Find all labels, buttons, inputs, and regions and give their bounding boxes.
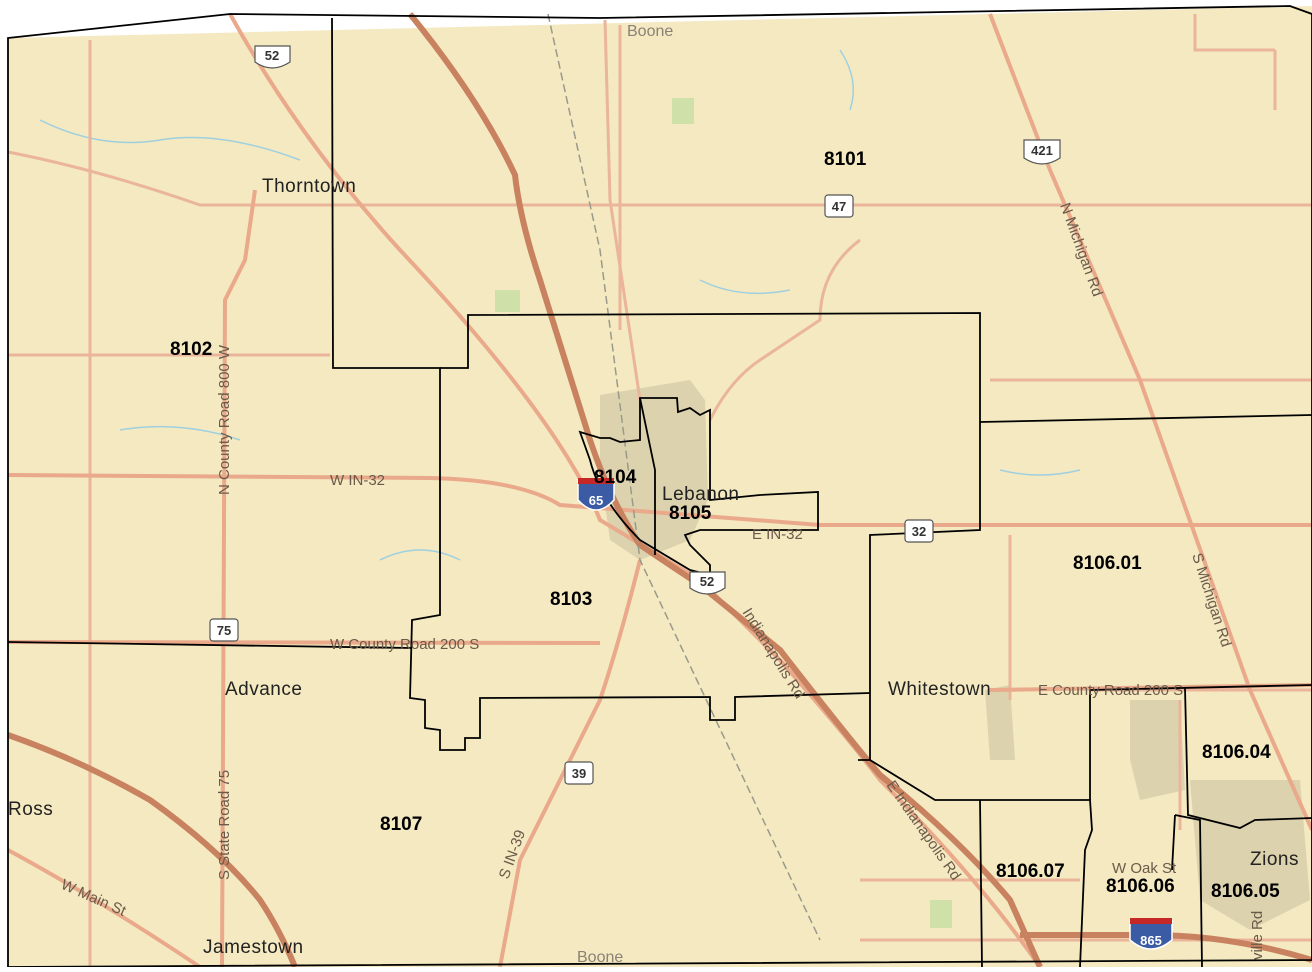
boundary-8104-8105 bbox=[639, 397, 656, 555]
streams bbox=[39, 49, 1081, 561]
boundary-8107 bbox=[7, 641, 413, 649]
tract-8103: 8103 bbox=[550, 589, 592, 610]
place-advance: Advance bbox=[225, 679, 302, 700]
w-main-st-road bbox=[7, 848, 202, 969]
place-ross: Ross bbox=[8, 799, 53, 820]
svg-text:32: 32 bbox=[912, 524, 926, 539]
w-in32-road bbox=[7, 473, 1312, 527]
local-roads bbox=[7, 14, 1312, 967]
svg-text:47: 47 bbox=[832, 199, 846, 214]
place-zions: Zions bbox=[1250, 849, 1299, 870]
svg-text:39: 39 bbox=[572, 766, 586, 781]
tract-8104: 8104 bbox=[594, 467, 637, 488]
place-jamestown: Jamestown bbox=[203, 937, 304, 958]
tract-8106-07: 8106.07 bbox=[996, 861, 1065, 882]
tract-boundaries bbox=[7, 5, 1312, 968]
tract-8106-06: 8106.06 bbox=[1106, 876, 1175, 897]
boundary-8106 bbox=[979, 414, 1312, 423]
in32-shield: 32 bbox=[904, 519, 934, 543]
place-thorntown: Thorntown bbox=[262, 176, 356, 197]
tract-8106-05: 8106.05 bbox=[1211, 881, 1280, 902]
us421-shield: 421 bbox=[1023, 139, 1061, 165]
place-lebanon: Lebanon bbox=[662, 484, 739, 505]
in75-shield: 75 bbox=[209, 618, 239, 642]
boundary-8106-07b bbox=[979, 799, 983, 968]
label-e-county-200s: E County Road 200 S bbox=[1038, 682, 1183, 699]
us52-mid-shield: 52 bbox=[689, 571, 726, 595]
svg-text:421: 421 bbox=[1031, 143, 1053, 158]
label-s-state-road-75: S State Road 75 bbox=[216, 770, 233, 880]
route-shields: 52 421 47 32 52 75 39 65 bbox=[209, 45, 1173, 950]
svg-text:75: 75 bbox=[217, 623, 231, 638]
svg-text:65: 65 bbox=[589, 493, 603, 508]
county-label-bottom: Boone bbox=[577, 949, 623, 966]
boundary-8106-05 bbox=[1174, 814, 1203, 968]
boundary-e200s bbox=[1089, 684, 1312, 691]
boundary-8106-07 bbox=[869, 759, 1093, 968]
railroad bbox=[547, 13, 821, 941]
boundary-8101-8102 bbox=[331, 17, 871, 751]
tract-8106-04: 8106.04 bbox=[1202, 742, 1271, 763]
tract-8105: 8105 bbox=[669, 503, 712, 524]
boundary-8106-04 bbox=[1184, 687, 1312, 829]
tract-labels: 8101 8102 8103 8104 8105 8106.01 8106.04… bbox=[170, 149, 1280, 902]
label-ville-rd: ville Rd bbox=[1249, 911, 1266, 960]
in39-road bbox=[498, 559, 642, 968]
svg-text:52: 52 bbox=[700, 574, 714, 589]
label-n-county-800w: N County Road 800 W bbox=[216, 344, 233, 495]
i65-shield: 65 bbox=[577, 478, 615, 511]
tract-8106-01: 8106.01 bbox=[1073, 553, 1142, 574]
us421-road bbox=[988, 13, 1312, 831]
i865-shield: 865 bbox=[1129, 918, 1173, 950]
i65-road bbox=[407, 12, 1043, 969]
tract-8102: 8102 bbox=[170, 339, 212, 360]
label-w-county-200s: W County Road 200 S bbox=[330, 636, 479, 653]
tract-8107: 8107 bbox=[380, 814, 422, 835]
label-e-in32: E IN-32 bbox=[752, 526, 803, 543]
in39-shield: 39 bbox=[564, 761, 594, 785]
county-label-top: Boone bbox=[627, 23, 673, 40]
outer-county-boundary bbox=[7, 5, 1312, 968]
boundary-8106-05b bbox=[1171, 814, 1176, 871]
in47-shield: 47 bbox=[824, 194, 854, 218]
sw-highway bbox=[7, 732, 298, 969]
place-whitestown: Whitestown bbox=[888, 679, 991, 700]
tract-8101: 8101 bbox=[824, 149, 867, 170]
w-county-200s-road bbox=[7, 640, 601, 645]
label-w-oak-st: W Oak St bbox=[1112, 860, 1177, 877]
place-labels: Thorntown Lebanon Advance Ross Jamestown… bbox=[8, 176, 1299, 958]
svg-text:865: 865 bbox=[1140, 933, 1162, 948]
us52-top-shield: 52 bbox=[254, 45, 291, 69]
svg-text:52: 52 bbox=[265, 48, 279, 63]
park-areas bbox=[495, 98, 952, 928]
label-w-in32: W IN-32 bbox=[330, 472, 385, 489]
